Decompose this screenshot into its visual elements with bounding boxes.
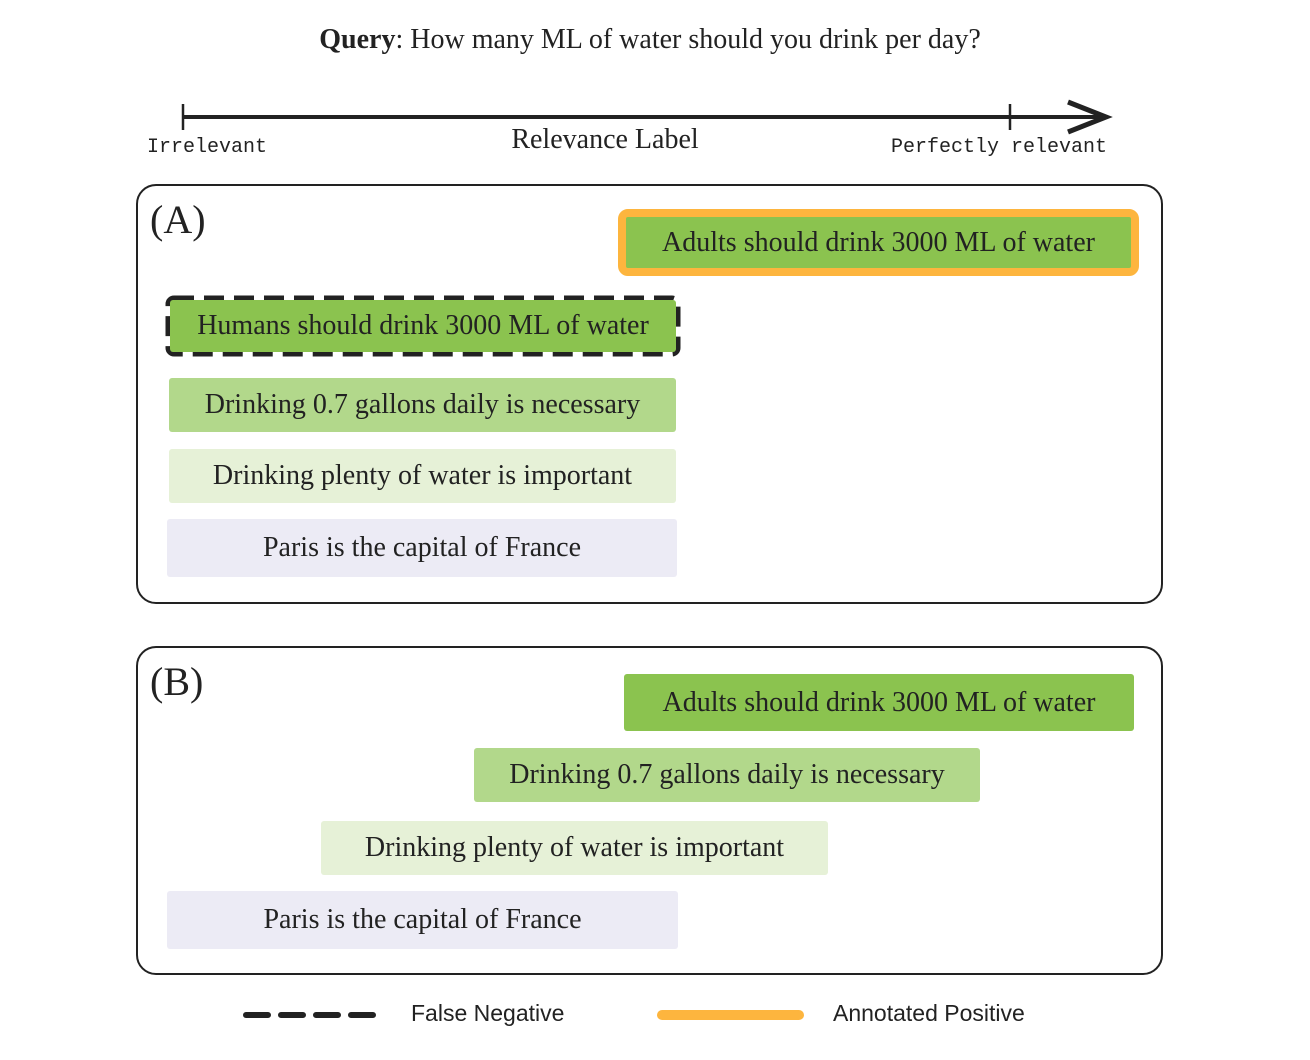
panel-b bbox=[136, 646, 1163, 975]
legend-false-negative-label: False Negative bbox=[411, 1000, 565, 1026]
passage-text: Adults should drink 3000 ML of water bbox=[662, 226, 1095, 258]
legend-annotated-positive-label: Annotated Positive bbox=[833, 1000, 1025, 1026]
passage-text: Adults should drink 3000 ML of water bbox=[662, 686, 1096, 718]
passage-card: Drinking plenty of water is important bbox=[169, 449, 676, 503]
passage-text: Humans should drink 3000 ML of water bbox=[197, 310, 649, 341]
panel-a-label: (A) bbox=[150, 197, 206, 242]
passage-card-false-negative: Humans should drink 3000 ML of water bbox=[170, 300, 676, 352]
axis-arrowhead-icon bbox=[1067, 99, 1113, 135]
axis-label-irrelevant: Irrelevant bbox=[147, 136, 268, 159]
axis-title: Relevance Label bbox=[511, 124, 699, 155]
passage-card-annotated-positive: Adults should drink 3000 ML of water bbox=[618, 209, 1139, 276]
passage-text: Paris is the capital of France bbox=[262, 532, 581, 563]
passage-card: Drinking 0.7 gallons daily is necessary bbox=[474, 748, 980, 802]
passage-card: Drinking 0.7 gallons daily is necessary bbox=[169, 378, 676, 432]
passage-card: Adults should drink 3000 ML of water bbox=[624, 674, 1134, 731]
passage-text: Drinking 0.7 gallons daily is necessary bbox=[204, 389, 641, 420]
axis-label-perfectly-relevant: Perfectly relevant bbox=[891, 136, 1108, 159]
passage-card: Paris is the capital of France bbox=[167, 519, 677, 577]
passage-text: Drinking 0.7 gallons daily is necessary bbox=[509, 759, 945, 790]
panel-a bbox=[136, 184, 1163, 604]
query-prefix: Query bbox=[319, 24, 396, 55]
passage-text: Paris is the capital of France bbox=[263, 904, 582, 935]
panel-b-label: (B) bbox=[150, 659, 204, 704]
query-question: : How many ML of water should you drink … bbox=[395, 24, 981, 55]
query-text: Query: How many ML of water should you d… bbox=[0, 24, 1300, 56]
passage-card: Paris is the capital of France bbox=[167, 891, 678, 949]
passage-card: Drinking plenty of water is important bbox=[321, 821, 828, 875]
passage-text: Drinking plenty of water is important bbox=[364, 832, 785, 863]
passage-text: Drinking plenty of water is important bbox=[212, 460, 633, 491]
